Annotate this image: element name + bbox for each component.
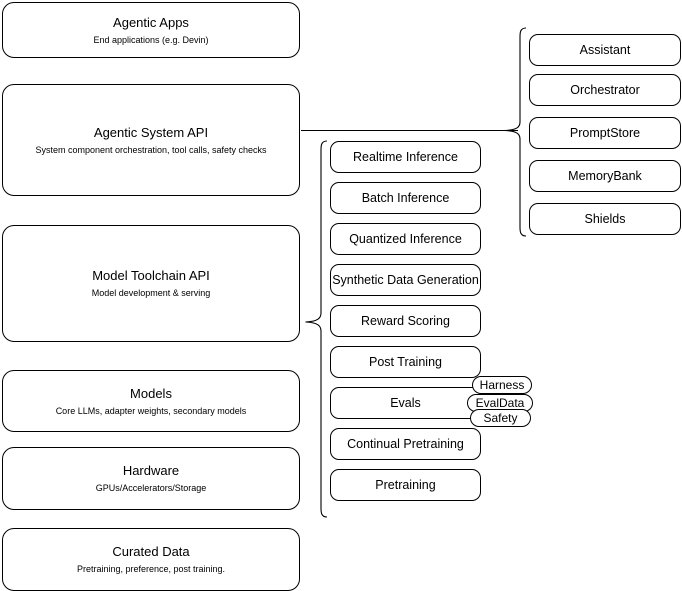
toolchain-item-label: Batch Inference xyxy=(361,191,450,205)
toolchain-item-label: Quantized Inference xyxy=(349,232,462,246)
system-item-label: PromptStore xyxy=(569,126,641,140)
layer-title: Agentic System API xyxy=(93,124,209,140)
system-item-memorybank[interactable]: MemoryBank xyxy=(529,160,681,192)
layer-subtitle: Core LLMs, adapter weights, secondary mo… xyxy=(55,405,247,416)
toolchain-item-synthetic-data-generation[interactable]: Synthetic Data Generation xyxy=(330,264,481,296)
toolchain-item-label: Evals xyxy=(390,396,421,410)
system-item-label: Orchestrator xyxy=(570,83,640,97)
system-components-brace xyxy=(504,27,527,237)
system-item-promptstore[interactable]: PromptStore xyxy=(529,117,681,149)
system-item-label: Shields xyxy=(584,212,626,226)
layer-title: Curated Data xyxy=(112,544,190,559)
layer-title: Models xyxy=(130,385,172,401)
toolchain-brace xyxy=(305,140,328,518)
system-item-label: MemoryBank xyxy=(568,169,642,183)
toolchain-item-label: Synthetic Data Generation xyxy=(332,273,479,287)
layer-title: Agentic Apps xyxy=(113,14,189,30)
layer-title: Hardware xyxy=(122,463,180,478)
layer-agentic-apps[interactable]: Agentic Apps End applications (e.g. Devi… xyxy=(2,2,300,58)
layer-subtitle: System component orchestration, tool cal… xyxy=(35,144,267,155)
toolchain-item-quantized-inference[interactable]: Quantized Inference xyxy=(330,223,481,255)
toolchain-item-continual-pretraining[interactable]: Continual Pretraining xyxy=(330,428,481,460)
toolchain-item-post-training[interactable]: Post Training xyxy=(330,346,481,378)
toolchain-item-label: Realtime Inference xyxy=(353,150,458,164)
evals-pill-label: Harness xyxy=(479,378,525,392)
layer-subtitle: Pretraining, preference, post training. xyxy=(76,564,226,574)
system-item-assistant[interactable]: Assistant xyxy=(529,34,681,66)
evals-pill-harness[interactable]: Harness xyxy=(472,376,532,394)
system-item-shields[interactable]: Shields xyxy=(529,203,681,235)
toolchain-item-pretraining[interactable]: Pretraining xyxy=(330,469,481,501)
layer-hardware[interactable]: Hardware GPUs/Accelerators/Storage xyxy=(2,447,300,510)
evals-pill-safety[interactable]: Safety xyxy=(470,409,531,427)
layer-model-toolchain-api[interactable]: Model Toolchain API Model development & … xyxy=(2,225,300,342)
toolchain-item-evals[interactable]: Evals xyxy=(330,387,481,419)
toolchain-item-label: Reward Scoring xyxy=(361,314,450,328)
toolchain-item-reward-scoring[interactable]: Reward Scoring xyxy=(330,305,481,337)
layer-subtitle: End applications (e.g. Devin) xyxy=(93,34,209,45)
layer-subtitle: GPUs/Accelerators/Storage xyxy=(95,483,207,493)
toolchain-item-label: Continual Pretraining xyxy=(347,437,464,451)
evals-pill-label: EvalData xyxy=(475,396,525,410)
toolchain-item-batch-inference[interactable]: Batch Inference xyxy=(330,182,481,214)
layer-curated-data[interactable]: Curated Data Pretraining, preference, po… xyxy=(2,528,300,591)
layer-subtitle: Model development & serving xyxy=(91,288,211,298)
evals-pill-label: Safety xyxy=(483,411,518,425)
toolchain-item-realtime-inference[interactable]: Realtime Inference xyxy=(330,141,481,173)
toolchain-item-label: Post Training xyxy=(369,355,442,369)
toolchain-item-label: Pretraining xyxy=(375,478,436,492)
system-item-label: Assistant xyxy=(579,43,631,57)
system-item-orchestrator[interactable]: Orchestrator xyxy=(529,74,681,106)
layer-agentic-system-api[interactable]: Agentic System API System component orch… xyxy=(2,84,300,196)
layer-models[interactable]: Models Core LLMs, adapter weights, secon… xyxy=(2,370,300,432)
layer-title: Model Toolchain API xyxy=(92,268,210,283)
